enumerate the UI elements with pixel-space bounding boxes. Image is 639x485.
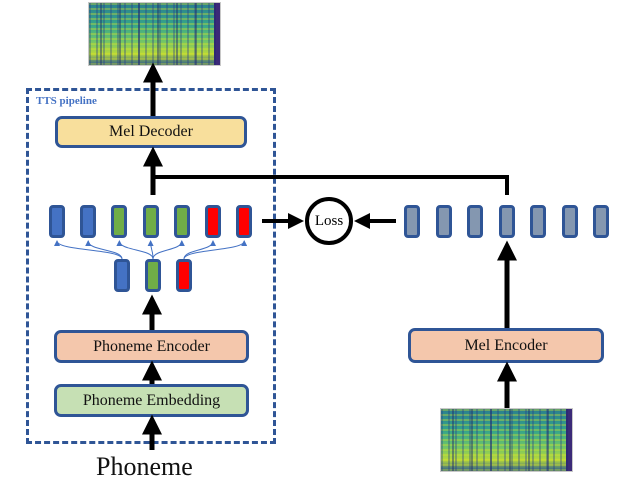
- phoneme-embedding-block: Phoneme Embedding: [54, 384, 249, 417]
- target-token: [404, 205, 420, 238]
- expanded-token: [80, 205, 97, 238]
- phoneme-input-label: Phoneme: [96, 452, 193, 481]
- mel-decoder-block: Mel Decoder: [55, 116, 247, 148]
- target-token: [467, 205, 483, 238]
- target-token: [593, 205, 609, 238]
- upsample-arrow: [85, 240, 123, 260]
- mel-decoder-label: Mel Decoder: [109, 123, 193, 140]
- phoneme-token: [145, 259, 161, 292]
- tts-pipeline-label: TTS pipeline: [36, 95, 97, 107]
- expanded-token: [173, 205, 190, 238]
- upsample-arrow: [152, 240, 185, 260]
- upsample-arrow: [183, 240, 248, 260]
- upsample-arrow: [54, 240, 123, 260]
- upsample-arrow: [116, 240, 154, 260]
- phoneme-embedding-label: Phoneme Embedding: [82, 391, 221, 409]
- phoneme-encoder-label: Phoneme Encoder: [93, 337, 210, 355]
- output-mel-spectrogram: [88, 2, 221, 66]
- expanded-token: [236, 205, 253, 238]
- loss-label: Loss: [314, 212, 344, 229]
- expanded-token: [49, 205, 65, 238]
- phoneme-token: [176, 259, 192, 292]
- input-mel-spectrogram: [440, 408, 573, 472]
- expanded-token: [142, 205, 159, 238]
- expanded-token: [205, 205, 221, 238]
- upsample-arrow: [147, 240, 154, 260]
- loss-node: Loss: [305, 197, 353, 245]
- expanded-token: [111, 205, 128, 238]
- upsample-arrows: [54, 240, 248, 260]
- mel-encoder-label: Mel Encoder: [464, 336, 548, 354]
- target-token: [530, 205, 546, 238]
- target-token: [561, 205, 578, 238]
- target-token: [498, 205, 515, 238]
- upsample-arrow: [183, 240, 216, 260]
- phoneme-token: [114, 259, 130, 292]
- connector-target-to-decoder: [153, 175, 509, 195]
- target-token: [435, 205, 452, 238]
